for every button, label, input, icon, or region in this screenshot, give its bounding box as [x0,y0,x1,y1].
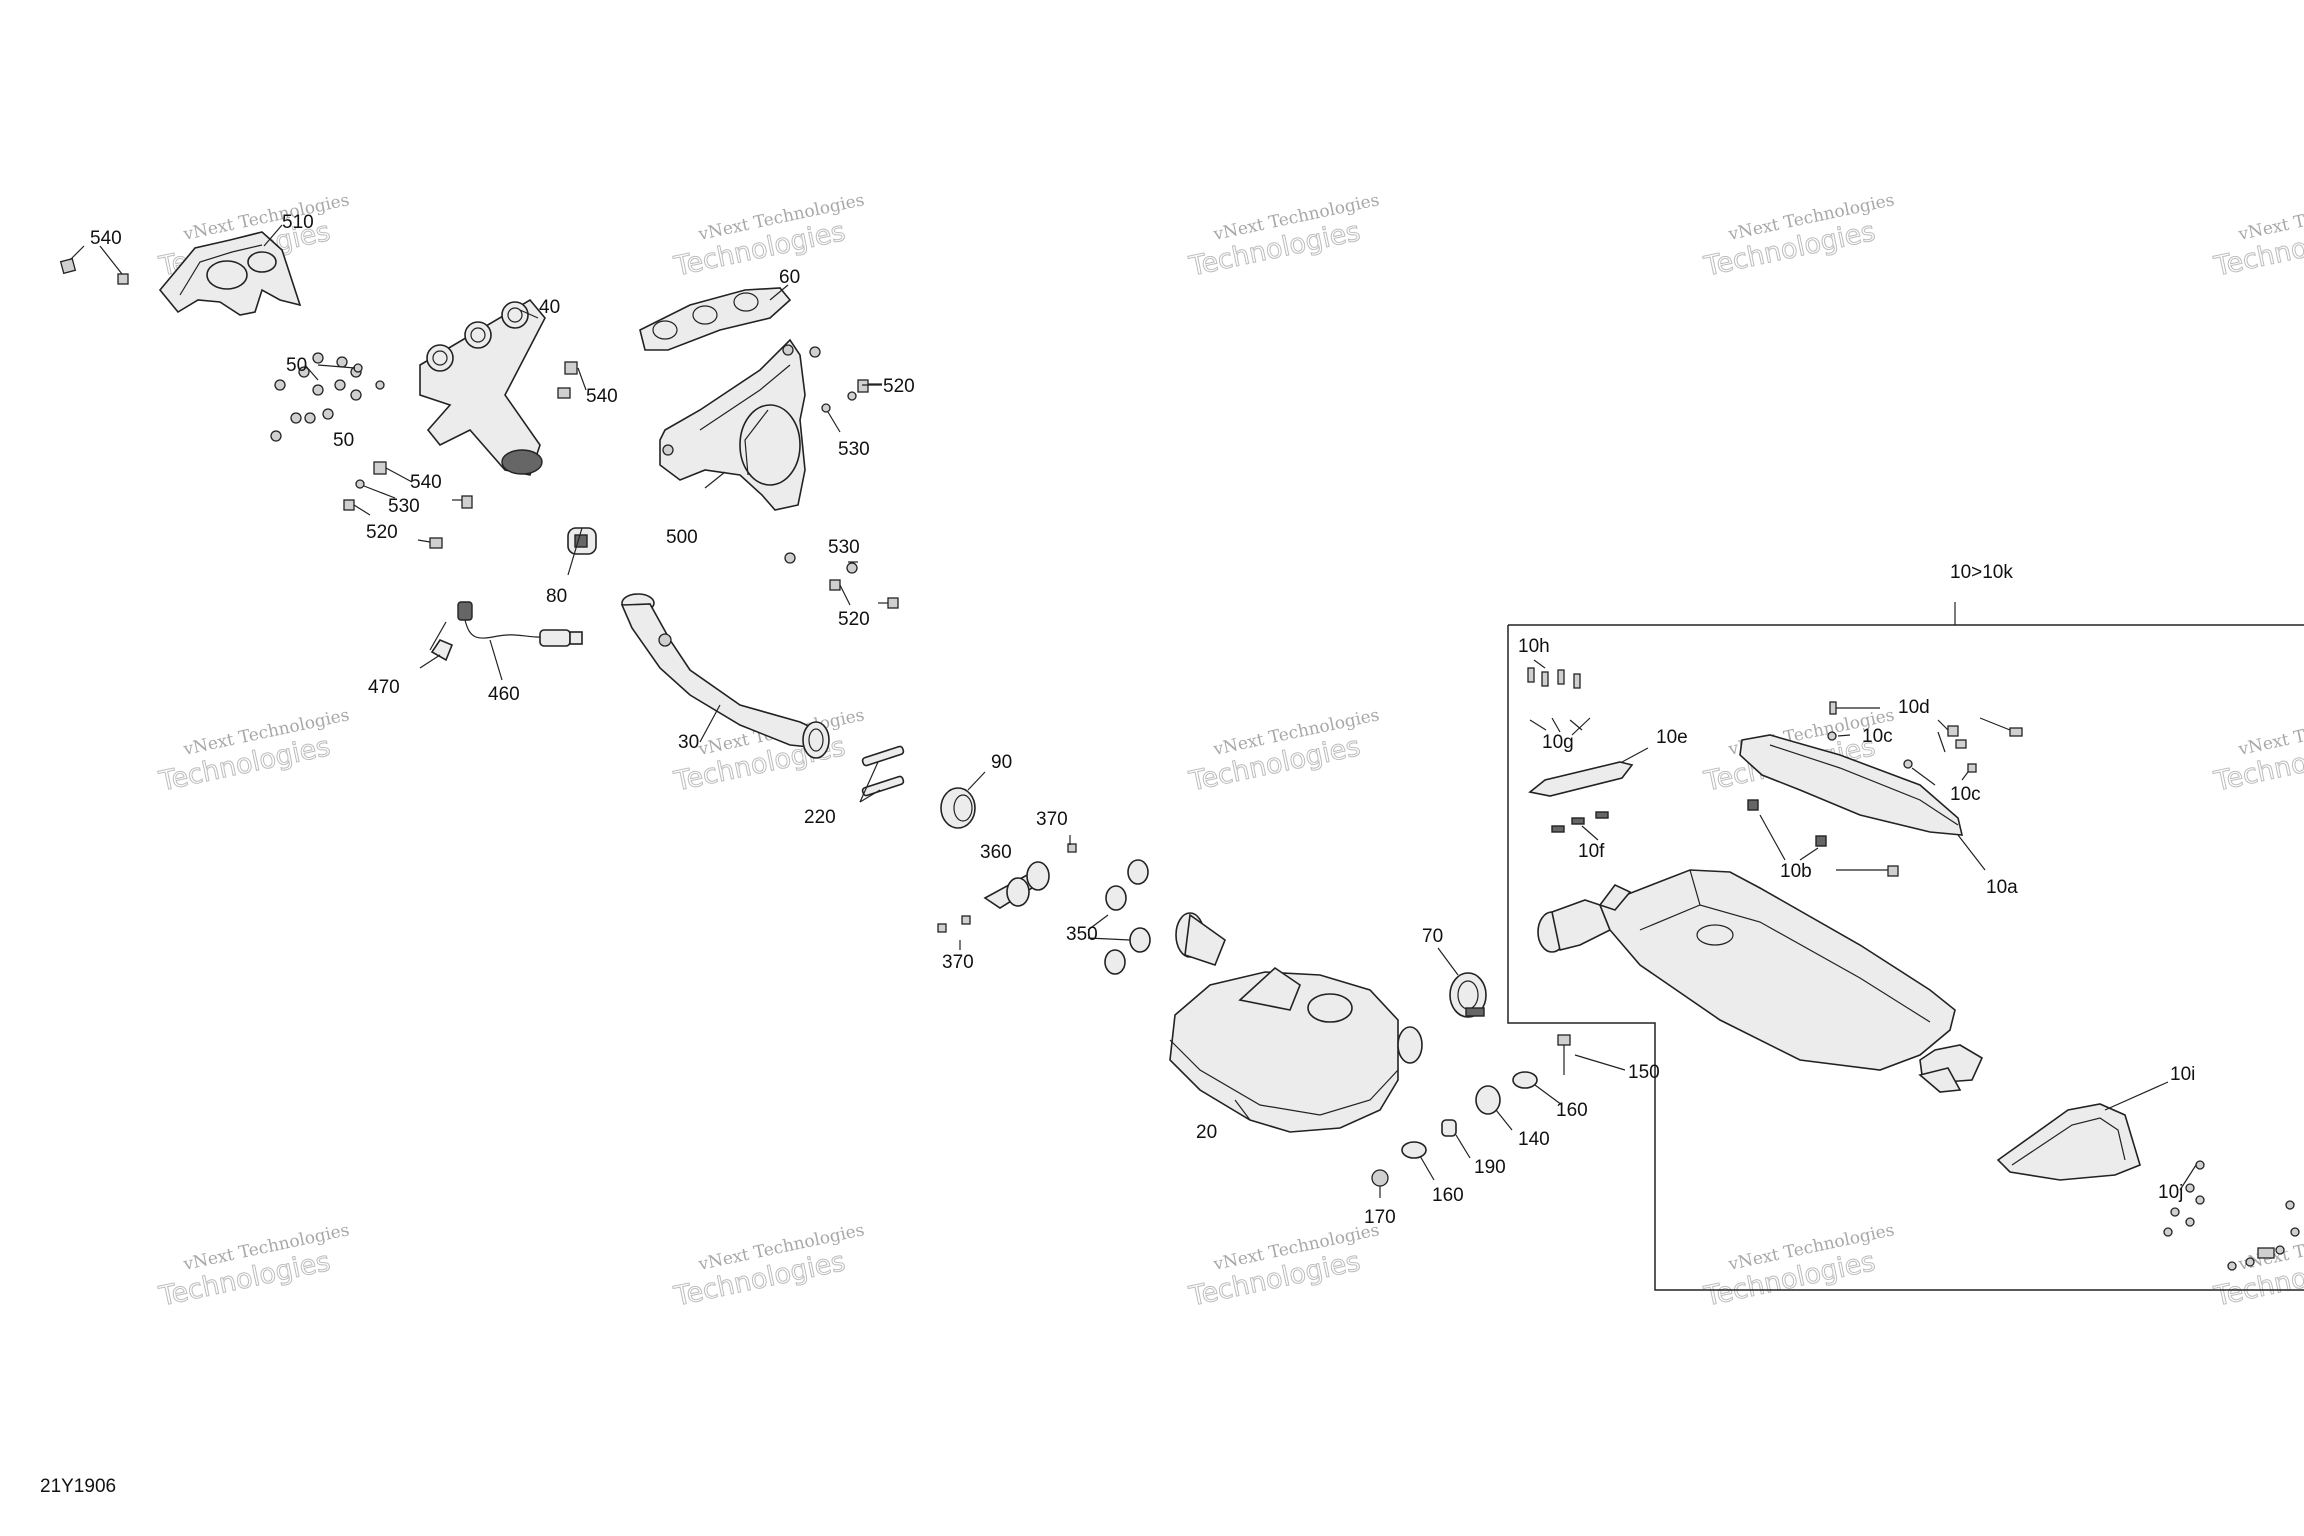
part-540-clip-left [59,245,129,285]
label-370: 370 [942,952,974,973]
part-520-530-540-left-hardware [343,461,473,549]
part-10g-screws [1529,717,1591,736]
part-140-spacer [1475,1085,1513,1131]
label-10c: 10c [1950,784,1981,805]
label-90: 90 [991,752,1012,773]
part-70-clamp [1437,947,1487,1018]
label-20: 20 [1196,1122,1217,1143]
label-10c: 10c [1862,726,1893,747]
label-10a: 10a [1986,877,2018,898]
label-40: 40 [539,297,560,318]
diagram-code: 21Y1906 [40,1476,116,1497]
label-220: 220 [804,807,836,828]
callout-labels: 540 510 50 50 40 60 540 520 530 540 530 … [90,212,2195,1228]
part-10i-tip-cover [1996,1081,2169,1181]
label-520: 520 [883,376,915,397]
part-40-exhaust-manifold [419,298,546,476]
watermark: vNext Technologies Technologies [1185,190,1381,283]
part-220-springs [859,745,905,803]
watermark: vNext Technologies Technologies [1700,190,1896,283]
label-10d: 10d [1898,697,1930,718]
label-10e: 10e [1656,727,1688,748]
watermark: vNext Technologies Technologies [155,705,351,798]
part-540-clips-mid [557,361,587,399]
part-30-front-pipe [620,593,830,759]
part-50-nuts [270,352,385,442]
label-530: 530 [838,439,870,460]
label-10f: 10f [1578,841,1605,862]
label-50: 50 [333,430,354,451]
label-540: 540 [410,472,442,493]
part-170-nut [1371,1169,1389,1198]
label-500: 500 [666,527,698,548]
part-10f-clips [1551,811,1609,841]
label-80: 80 [546,586,567,607]
part-160-washer-lower [1401,1141,1435,1181]
part-460-470-oxygen-sensor [419,601,583,681]
label-360: 360 [980,842,1012,863]
label-10g: 10g [1542,732,1574,753]
assembly-box-10 [1507,602,2304,1291]
part-500-heat-shield-bracket [659,338,806,511]
label-170: 170 [1364,1207,1396,1228]
label-350: 350 [1066,924,1098,945]
label-160: 160 [1556,1100,1588,1121]
label-520: 520 [838,609,870,630]
part-360-370-bracket [937,835,1077,950]
label-50: 50 [286,355,307,376]
label-10b: 10b [1780,861,1812,882]
watermark: vNext Technologies Technologies [1185,1220,1381,1313]
label-70: 70 [1422,926,1443,947]
label-530: 530 [388,496,420,517]
watermark: vNext Technologies Technologies [2210,190,2304,283]
watermark: vNext Technologies Technologies [670,1220,866,1313]
watermark: vNext Technologies Technologies [155,1220,351,1313]
label-140: 140 [1518,1129,1550,1150]
part-80-sensor-clamp [567,527,597,576]
watermark: vNext Technologies Technologies [2210,705,2304,798]
label-60: 60 [779,267,800,288]
part-90-seal-ring [940,771,986,829]
label-150: 150 [1628,1062,1660,1083]
label-540: 540 [586,386,618,407]
label-540: 540 [90,228,122,249]
part-10j-screws [2163,1160,2300,1271]
label-10-10k: 10>10k [1950,562,2013,583]
part-510-heat-shield [158,224,302,316]
label-10h: 10h [1518,636,1550,657]
label-530: 530 [828,537,860,558]
part-10a-cover [1739,734,1986,871]
watermark: vNext Technologies Technologies [2210,1220,2304,1313]
part-160-washer-upper [1512,1071,1563,1106]
watermark: vNext Technologies Technologies [1185,705,1381,798]
watermark: vNext Technologies Technologies [670,190,866,283]
label-520: 520 [366,522,398,543]
part-10-main-muffler [1537,869,1984,1093]
part-520-530-right-hardware [784,346,899,609]
label-10j: 10j [2158,1182,2183,1203]
part-150-bolt [1557,1034,1626,1075]
label-190: 190 [1474,1157,1506,1178]
label-460: 460 [488,684,520,705]
label-30: 30 [678,732,699,753]
part-10d-10c-hardware [1827,701,2023,786]
part-350-grommets [1087,859,1151,975]
part-60-gasket [639,284,792,351]
label-470: 470 [368,677,400,698]
label-10i: 10i [2170,1064,2195,1085]
label-370: 370 [1036,809,1068,830]
part-10e-trim [1528,747,1649,797]
part-10h-screws [1527,659,1581,689]
part-190-sleeve [1441,1119,1471,1159]
watermark: vNext Technologies Technologies [1700,1220,1896,1313]
label-160: 160 [1432,1185,1464,1206]
label-510: 510 [282,212,314,233]
part-20-muffler [1169,912,1423,1133]
part-10b-clips [1747,799,1899,877]
